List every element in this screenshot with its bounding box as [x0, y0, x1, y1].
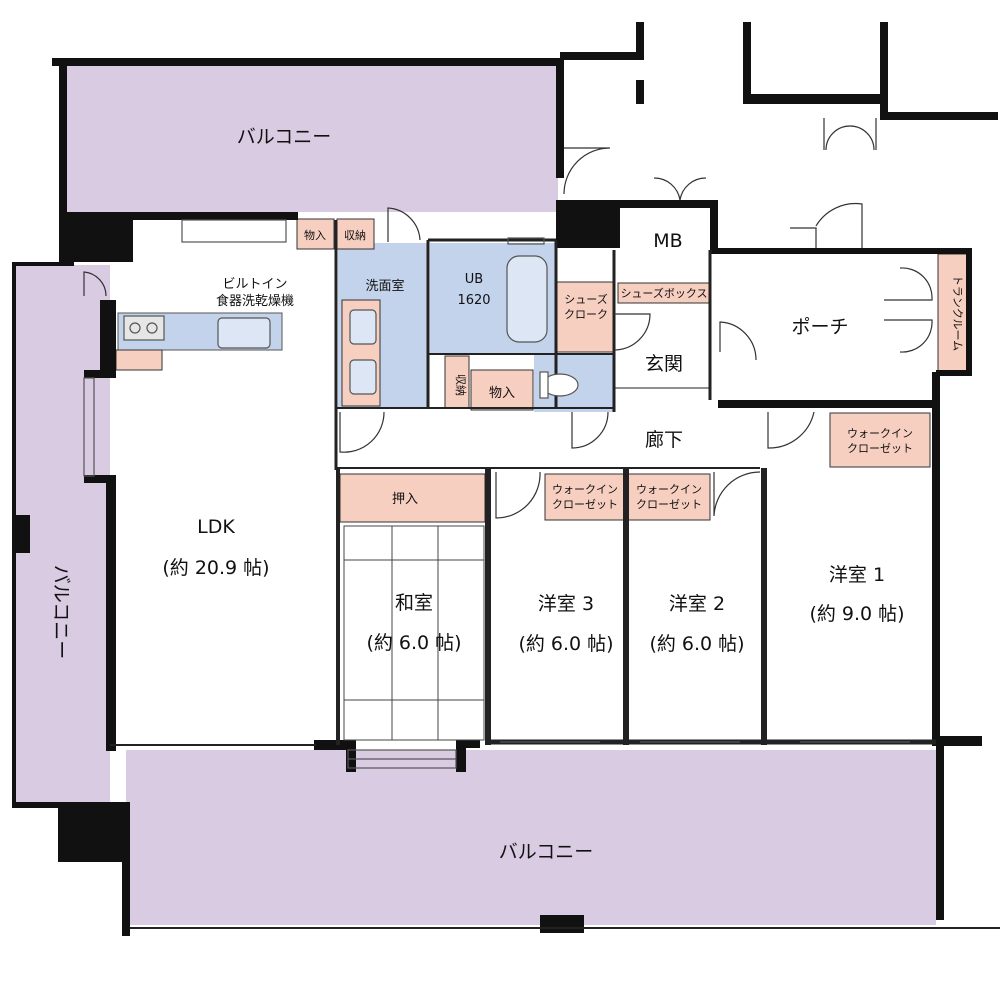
balcony-bottom-area — [126, 750, 936, 925]
wic-2-label-line2: クローゼット — [636, 498, 702, 511]
wic-1-label-line2: クローゼット — [847, 442, 913, 455]
windows — [83, 219, 910, 769]
door-swings — [83, 118, 933, 519]
youshitsu1-size-label: (約 9.0 帖) — [809, 603, 904, 625]
wic-2-area — [627, 473, 711, 521]
wic-1-label-line1: ウォークイン — [847, 427, 913, 440]
washroom-label: 洗面室 — [365, 278, 404, 294]
youshitsu2-size-label: (約 6.0 帖) — [649, 633, 744, 655]
oshiire-label: 押入 — [392, 492, 418, 507]
hallway-label: 廊下 — [645, 429, 683, 451]
ldk-label: LDK — [197, 516, 235, 538]
ldk-size-label: (約 20.9 帖) — [162, 557, 269, 579]
wic-top-right-area — [829, 412, 931, 468]
youshitsu2-label: 洋室 2 — [669, 593, 725, 615]
trunk-room-label: トランクルーム — [951, 275, 964, 351]
washitsu-label: 和室 — [395, 592, 433, 614]
tatami-grid — [343, 525, 485, 741]
walls — [12, 22, 998, 936]
dishwasher-label-line1: ビルトイン — [222, 277, 287, 292]
sink-icon — [217, 317, 271, 349]
balcony-bottom-label: バルコニー — [499, 841, 594, 863]
wic-3-area — [544, 473, 626, 521]
entrance-label: 玄関 — [645, 353, 683, 375]
storage-mid-label: 物入 — [489, 386, 515, 401]
storage-top2-area — [336, 218, 375, 250]
storage-top2-label: 収納 — [344, 229, 366, 242]
youshitsu3-label: 洋室 3 — [538, 593, 594, 615]
storage-mid-area — [470, 369, 534, 411]
shoes-box-label: シューズボックス — [620, 286, 707, 300]
youshitsu1-label: 洋室 1 — [829, 564, 885, 586]
balcony-left-label: バルコニー — [50, 565, 72, 660]
ub-size-label: 1620 — [457, 293, 490, 308]
trunk-room-area — [937, 253, 971, 373]
shoes-cloak-label-line1: シューズ — [564, 292, 607, 306]
fixtures — [123, 255, 579, 399]
washbasin-icon-1 — [349, 309, 377, 345]
shoes-cloak-label-line2: クローク — [564, 308, 608, 321]
balcony-top-area — [66, 64, 558, 212]
storage-top1-area — [296, 218, 335, 250]
storage-top1-label: 物入 — [304, 228, 326, 242]
porch-label: ポーチ — [791, 316, 848, 338]
wic-2-label-line1: ウォークイン — [636, 483, 702, 496]
kitchen-storage-area — [115, 349, 163, 371]
wic-3-label-line2: クローゼット — [552, 498, 618, 511]
shoes-cloak-area — [556, 281, 616, 353]
bathtub-icon — [506, 255, 548, 343]
washitsu-size-label: (約 6.0 帖) — [366, 632, 461, 654]
wic-3-label-line1: ウォークイン — [552, 483, 618, 496]
ub-label: UB — [465, 272, 483, 287]
balcony-top-label: バルコニー — [237, 126, 332, 148]
small-storage-label: 収納 — [454, 374, 467, 396]
washbasin-icon-2 — [349, 359, 377, 395]
mb-label: MB — [653, 230, 682, 252]
dishwasher-label-line2: 食器洗乾燥機 — [216, 293, 294, 309]
youshitsu3-size-label: (約 6.0 帖) — [518, 633, 613, 655]
small-storage-area — [444, 355, 470, 409]
